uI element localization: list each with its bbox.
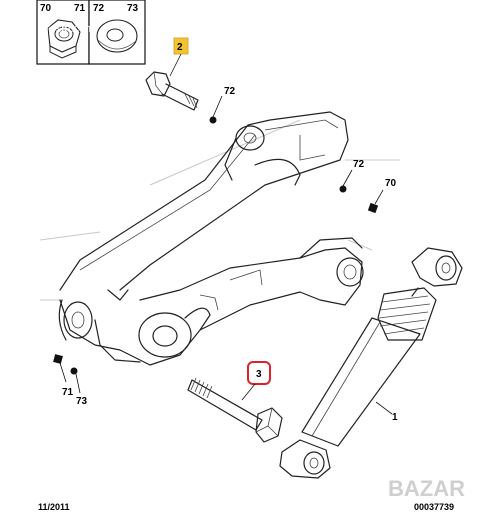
- watermark-top: resm.com: [46, 23, 94, 35]
- callout-label-70: 70: [385, 178, 397, 189]
- washer-icon: [96, 19, 138, 53]
- washer-marker-top: [209, 116, 217, 124]
- callout-label-72-mid: 72: [353, 159, 365, 170]
- nut-icon: [47, 19, 81, 59]
- nut-marker-right: [367, 202, 379, 214]
- callout-label-72-top: 72: [224, 86, 236, 97]
- callout-label-3: 3: [256, 369, 262, 380]
- trailing-arm-assembly: [58, 111, 364, 366]
- washer-marker-left: [70, 367, 78, 375]
- legend-box-nut-washer: 70 71: [36, 0, 90, 65]
- watermark-logo: BAZAR: [388, 476, 465, 501]
- nut-marker-left: [53, 354, 63, 364]
- bolt-top: [145, 71, 199, 111]
- callout-label-1: 1: [392, 412, 398, 423]
- footer-code: 00037739: [414, 502, 454, 512]
- vehicle-structure-background: [39, 119, 400, 301]
- shock-absorber: [279, 247, 463, 479]
- legend-ref-70: 70: [40, 3, 52, 14]
- washer-marker-mid: [339, 185, 347, 193]
- callout-label-2: 2: [177, 42, 183, 53]
- legend-ref-72: 72: [93, 3, 105, 14]
- bolt-bottom: [187, 377, 283, 443]
- footer-date: 11/2011: [38, 502, 70, 512]
- legend-ref-73: 73: [127, 3, 139, 14]
- callout-label-73: 73: [76, 396, 88, 407]
- legend-ref-71: 71: [74, 3, 86, 14]
- legend-box-washer: 72 73: [88, 0, 146, 65]
- callout-label-71: 71: [62, 387, 74, 398]
- callout-box-3: [247, 361, 271, 385]
